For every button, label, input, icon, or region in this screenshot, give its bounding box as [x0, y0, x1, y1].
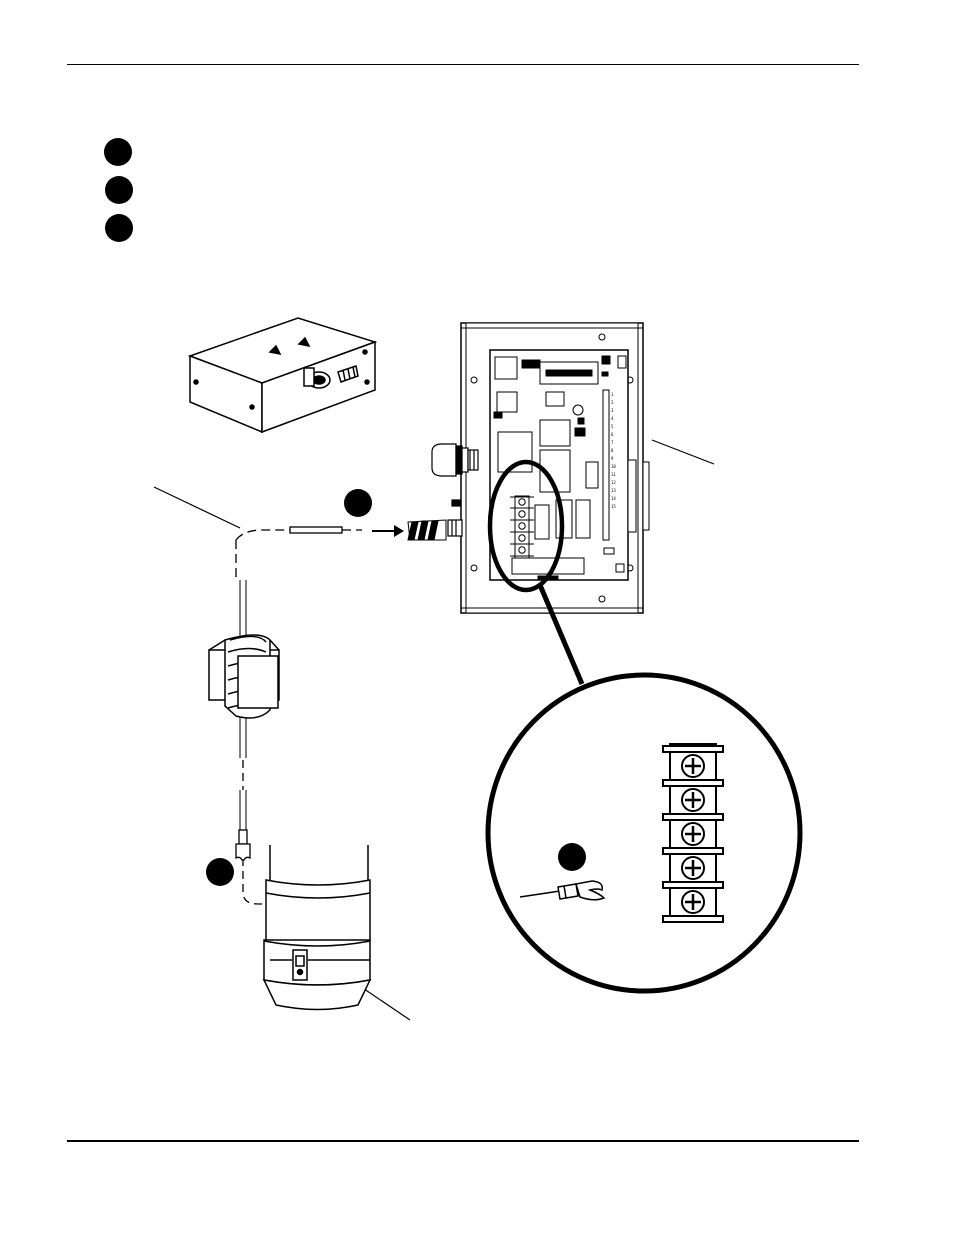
enclosure-leader-line [651, 439, 715, 465]
step-markers [104, 138, 133, 242]
cable-gland-icon [431, 443, 479, 537]
step-1-marker-icon [104, 138, 132, 166]
terminal-barrier [662, 779, 724, 787]
step-2-marker-icon [105, 176, 133, 204]
svg-text:13: 13 [611, 488, 616, 493]
fork-terminal-icon [235, 829, 251, 861]
magnifier-ring [487, 459, 565, 593]
current-transformer-icon [208, 634, 280, 719]
insertion-arrow-icon [372, 525, 404, 537]
header-rule [67, 64, 859, 65]
cable [235, 526, 362, 940]
terminal-barrier [662, 915, 724, 923]
svg-text:5: 5 [611, 424, 614, 429]
svg-text:7: 7 [611, 440, 614, 445]
svg-text:15: 15 [611, 504, 616, 509]
svg-text:6: 6 [611, 432, 614, 437]
terminal-barrier [662, 847, 724, 855]
magnifier-leader [537, 584, 585, 685]
board-terminal-block [510, 495, 534, 559]
detail-circle [485, 672, 803, 994]
callout-marker-spade-icon [558, 843, 586, 871]
callout-marker-cable-icon [344, 489, 372, 517]
svg-text:11: 11 [611, 472, 616, 477]
svg-text:9: 9 [611, 456, 614, 461]
svg-text:4: 4 [611, 416, 614, 421]
callout-markers [206, 489, 586, 886]
footer-rule [67, 1140, 859, 1142]
cable-leader-line [153, 486, 241, 529]
svg-text:3: 3 [611, 408, 614, 413]
terminal-barrier [662, 881, 724, 889]
svg-text:10: 10 [611, 464, 616, 469]
sensor-probe-icon [262, 845, 372, 1011]
terminal-barrier [662, 745, 724, 753]
enclosure-box-icon [187, 317, 378, 434]
svg-text:2: 2 [611, 400, 614, 405]
spade-connector-icon [519, 880, 606, 901]
svg-text:1: 1 [611, 392, 614, 397]
terminal-strip [602, 389, 610, 541]
terminal-block-detail [662, 743, 724, 923]
svg-text:12: 12 [611, 480, 616, 485]
callout-marker-sensor-icon [206, 858, 234, 886]
svg-text:14: 14 [611, 496, 616, 501]
striped-cable-end-icon [407, 519, 447, 541]
svg-text:8: 8 [611, 448, 614, 453]
terminal-barrier [662, 813, 724, 821]
step-3-marker-icon [105, 214, 133, 242]
